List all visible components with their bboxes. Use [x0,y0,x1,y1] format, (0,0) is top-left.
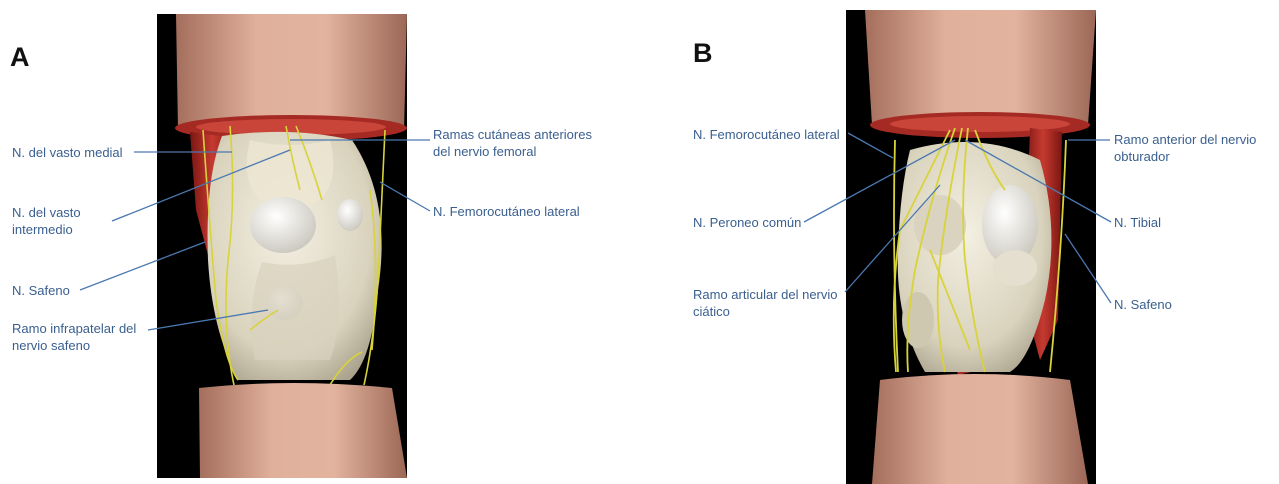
label-ramo-articular-line1: Ramo articular del nervio [693,286,838,303]
label-infrapatelar-line1: Ramo infrapatelar del [12,320,136,337]
label-vasto-intermedio-line2: intermedio [12,221,81,238]
label-infrapatelar: Ramo infrapatelar del nervio safeno [12,320,136,354]
label-obturador-line2: obturador [1114,148,1256,165]
label-obturador: Ramo anterior del nervio obturador [1114,131,1256,165]
label-ramas-cutaneas-line2: del nervio femoral [433,143,592,160]
panel-a-leg-skin [199,383,407,478]
label-vasto-intermedio-line1: N. del vasto [12,204,81,221]
panel-b-letter: B [693,38,713,69]
label-infrapatelar-line2: nervio safeno [12,337,136,354]
panel-a-patella [250,197,316,253]
label-peroneo: N. Peroneo común [693,214,801,231]
label-femorocutaneo-b: N. Femorocutáneo lateral [693,126,840,143]
label-safeno-b: N. Safeno [1114,296,1172,313]
label-ramas-cutaneas-line1: Ramas cutáneas anteriores [433,126,592,143]
label-tibial: N. Tibial [1114,214,1161,231]
label-ramo-articular-line2: ciático [693,303,838,320]
label-safeno-a: N. Safeno [12,282,70,299]
label-femorocutaneo-a: N. Femorocutáneo lateral [433,203,580,220]
label-ramas-cutaneas: Ramas cutáneas anteriores del nervio fem… [433,126,592,160]
panel-a-letter: A [10,42,30,73]
label-ramo-articular: Ramo articular del nervio ciático [693,286,838,320]
label-obturador-line1: Ramo anterior del nervio [1114,131,1256,148]
panel-b-illustration [846,10,1096,484]
panel-b-leg-skin [872,374,1088,484]
label-vasto-intermedio: N. del vasto intermedio [12,204,81,238]
label-vasto-medial: N. del vasto medial [12,144,123,161]
